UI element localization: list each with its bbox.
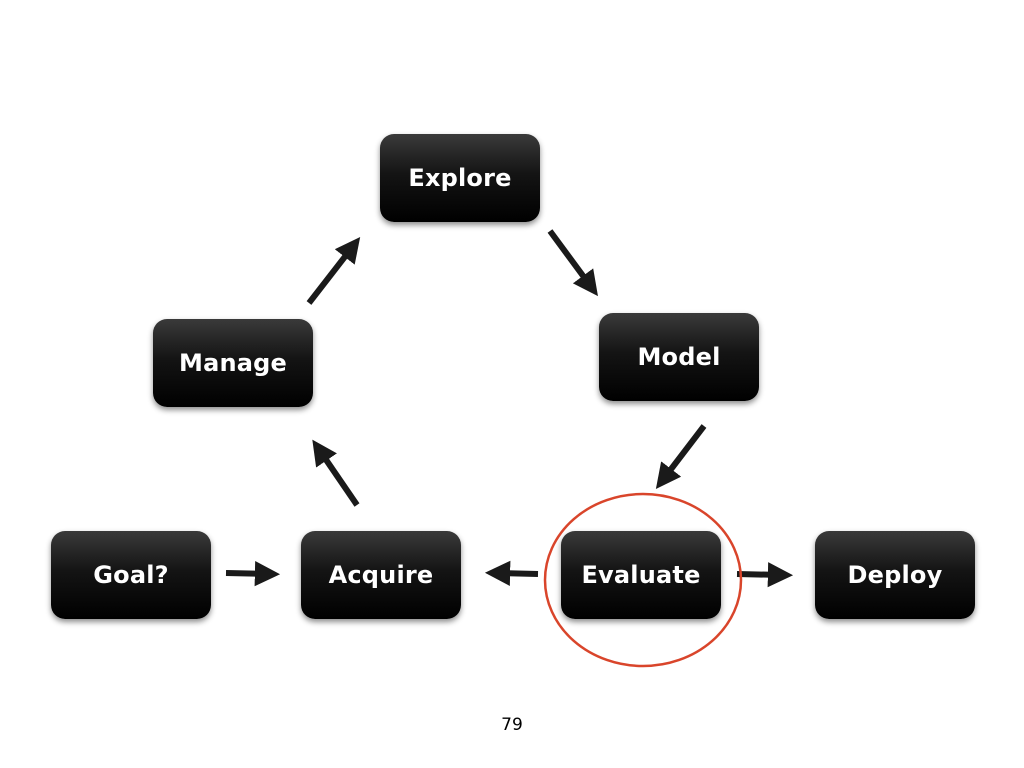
node-model-label: Model: [637, 343, 721, 371]
node-manage-label: Manage: [178, 349, 288, 377]
node-evaluate: Evaluate: [561, 531, 721, 619]
node-goal-label: Goal?: [93, 561, 169, 589]
arrow-evaluate-to-deploy: [736, 562, 794, 588]
arrow-evaluate-to-acquire: [484, 560, 539, 586]
node-model: Model: [599, 313, 759, 401]
node-deploy-label: Deploy: [847, 561, 943, 589]
node-explore: Explore: [380, 134, 540, 222]
node-acquire: Acquire: [301, 531, 461, 619]
page-number: 79: [501, 715, 523, 735]
arrow-acquire-to-manage: [312, 439, 360, 507]
node-evaluate-label: Evaluate: [581, 561, 701, 589]
arrow-manage-to-explore: [306, 237, 361, 305]
node-manage: Manage: [153, 319, 313, 407]
arrow-goal-to-acquire: [225, 561, 281, 587]
node-acquire-label: Acquire: [328, 561, 434, 589]
node-deploy: Deploy: [815, 531, 975, 619]
arrow-model-to-evaluate: [655, 424, 707, 490]
node-explore-label: Explore: [408, 164, 512, 192]
node-goal: Goal?: [51, 531, 211, 619]
arrow-explore-to-model: [547, 229, 598, 297]
